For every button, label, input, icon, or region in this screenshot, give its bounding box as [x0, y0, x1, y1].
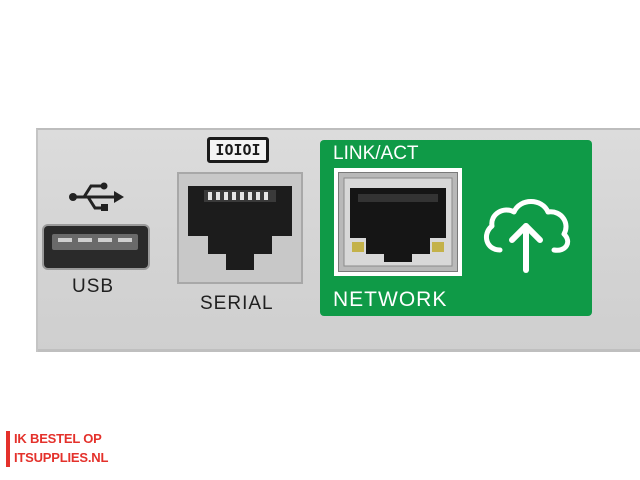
- link-act-label: LINK/ACT: [333, 143, 419, 164]
- usb-port[interactable]: [44, 226, 148, 268]
- serial-icon-text: IOIOI: [215, 141, 261, 159]
- usb-label: USB: [72, 276, 115, 297]
- network-port[interactable]: [338, 172, 458, 272]
- usb-port-tongue: [52, 234, 138, 250]
- serial-icon: IOIOI: [207, 137, 269, 163]
- usb-port-pins: [58, 238, 132, 242]
- usb-trident-icon: [69, 182, 124, 211]
- serial-label: SERIAL: [200, 293, 274, 314]
- watermark-line2: ITSUPPLIES.NL: [14, 450, 109, 465]
- cloud-upload-icon: [483, 199, 571, 273]
- watermark-bar: [6, 431, 10, 467]
- watermark-line1: IK BESTEL OP: [14, 431, 102, 446]
- network-label: NETWORK: [333, 288, 448, 311]
- serial-port[interactable]: [184, 182, 296, 278]
